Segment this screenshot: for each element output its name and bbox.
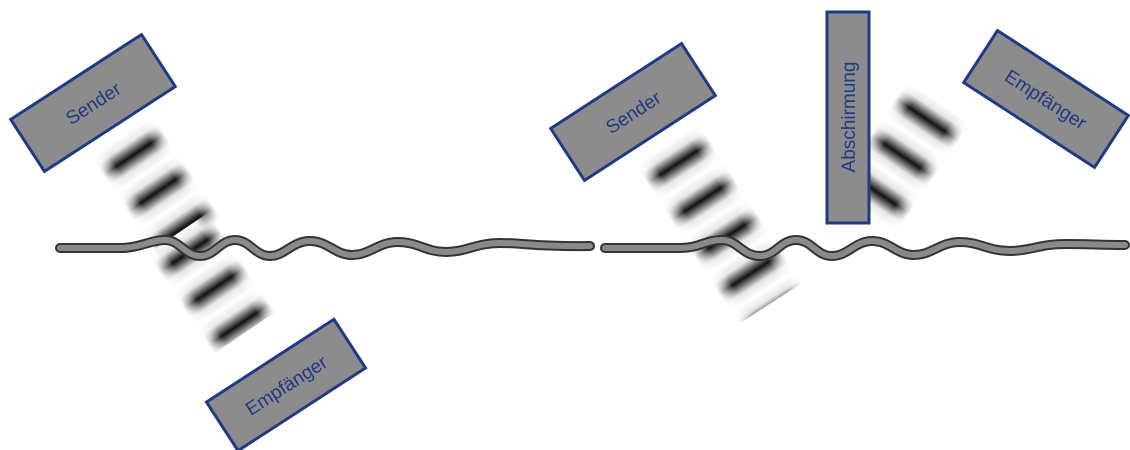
left-panel: Sender Empfänger	[8, 32, 595, 450]
left-sender-box: Sender	[8, 32, 178, 174]
right-emitted-beam	[635, 123, 803, 325]
right-shield-plate: Abschirmung	[825, 10, 871, 225]
left-emitted-beam	[91, 115, 222, 260]
right-receiver-box: Empfänger	[961, 28, 1130, 170]
right-shield-label: Abschirmung	[839, 62, 860, 173]
right-sender-box: Sender	[548, 41, 718, 183]
right-panel: Sender Abschirmung Empfänger	[548, 10, 1130, 325]
